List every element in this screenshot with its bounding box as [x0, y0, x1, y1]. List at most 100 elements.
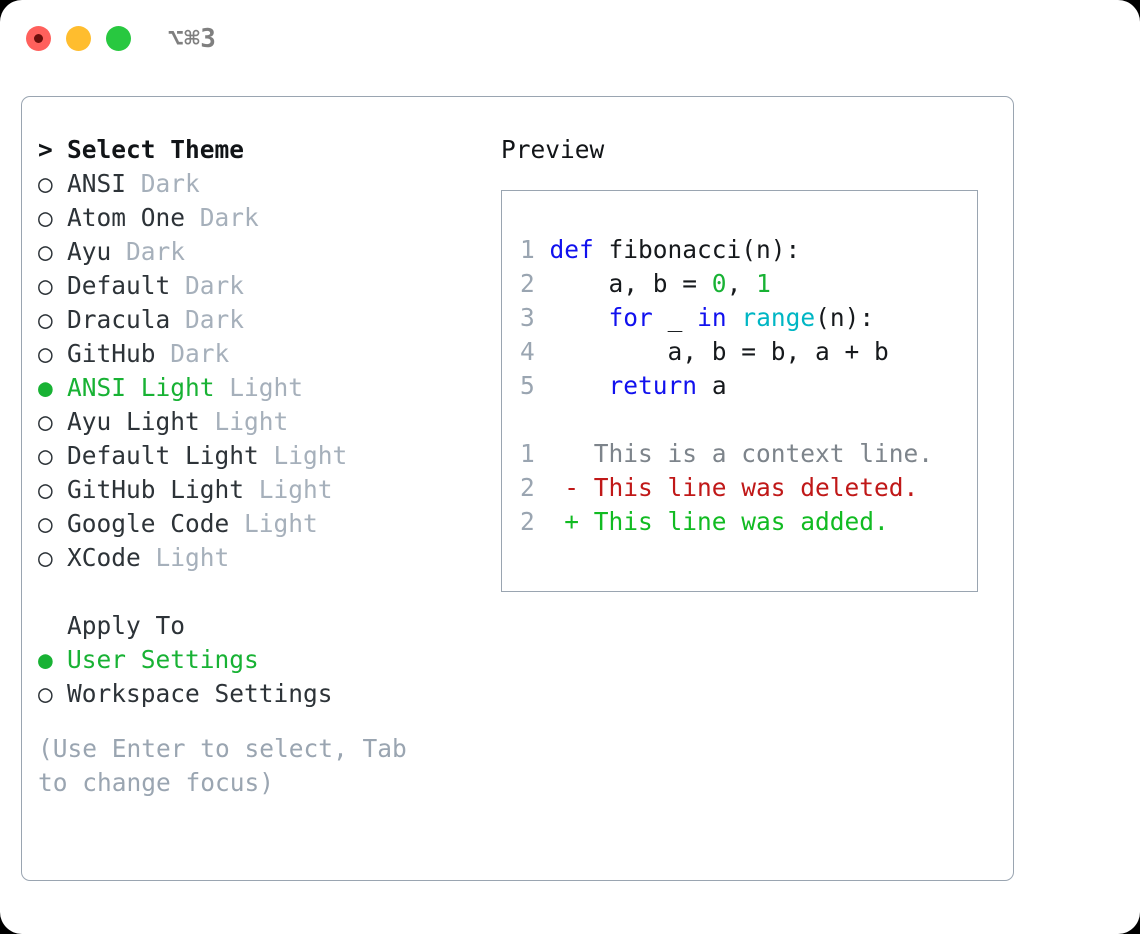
theme-option[interactable]: ○ GitHub Light Light [38, 473, 478, 507]
theme-option[interactable]: ○ GitHub Dark [38, 337, 478, 371]
radio-unselected-icon: ○ [38, 679, 53, 708]
radio-unselected-icon: ○ [38, 475, 53, 504]
theme-option-name: ANSI [67, 169, 127, 198]
line-number: 1 [520, 439, 535, 468]
apply-to-option-label: User Settings [67, 645, 259, 674]
code-line: 1 def fibonacci(n): [520, 233, 889, 267]
diff-line: 2 + This line was added. [520, 505, 933, 539]
theme-option-name: Google Code [67, 509, 230, 538]
keyboard-shortcut-label: ⌥⌘3 [168, 24, 217, 54]
code-token-num: 0 [711, 269, 727, 298]
code-token-fn: range [741, 303, 816, 332]
theme-option[interactable]: ○ XCode Light [38, 541, 478, 575]
code-token-txt: a, b = b, a + b [549, 337, 889, 366]
theme-option-name: Dracula [67, 305, 171, 334]
gutter-gap [535, 371, 550, 400]
theme-option-kind: Dark [155, 339, 230, 368]
theme-option-kind: Light [199, 407, 289, 436]
radio-unselected-icon: ○ [38, 169, 53, 198]
theme-option-name: GitHub [67, 339, 156, 368]
theme-picker-pane: >Select Theme ○ANSI Dark○Atom One Dark○A… [38, 133, 478, 800]
theme-option-kind: Light [244, 475, 333, 504]
radio-unselected-icon: ○ [38, 271, 53, 300]
window-titlebar: ⌥⌘3 [0, 0, 1140, 78]
radio-unselected-icon: ○ [38, 203, 53, 232]
theme-option-kind: Light [258, 441, 348, 470]
line-number: 2 [520, 269, 535, 298]
code-line: 3 for _ in range(n): [520, 301, 889, 335]
theme-option[interactable]: ●ANSI Light Light [38, 371, 478, 405]
code-token-txt [550, 371, 609, 400]
diff-line: 1 This is a context line. [520, 437, 933, 471]
code-token-kw: return [608, 371, 698, 400]
code-token-txt: , [726, 269, 757, 298]
code-token-kw: in [697, 303, 727, 332]
spacer [38, 575, 478, 609]
code-line: 4 a, b = b, a + b [520, 335, 889, 369]
keyboard-hint-text: (Use Enter to select, Tab to change focu… [38, 734, 422, 797]
theme-option-name: XCode [67, 543, 141, 572]
window-minimize-button[interactable] [66, 26, 91, 51]
radio-unselected-icon: ○ [38, 509, 53, 538]
apply-to-option[interactable]: ● User Settings [38, 643, 478, 677]
apply-to-list[interactable]: ● User Settings ○Workspace Settings [38, 643, 478, 711]
line-number: 5 [520, 371, 535, 400]
theme-picker-header: > Select Theme [38, 133, 478, 167]
theme-option-kind: Dark [126, 169, 200, 198]
line-number: 2 [520, 473, 535, 502]
theme-option-name: Default [67, 271, 171, 300]
diff-line-content: This is a context line. [534, 439, 934, 468]
theme-option-kind: Light [140, 543, 230, 572]
theme-option-kind: Dark [170, 305, 245, 334]
code-token-txt: (n): [815, 303, 875, 332]
radio-unselected-icon: ○ [38, 543, 53, 572]
prompt-caret-icon: > [38, 135, 53, 164]
theme-option[interactable]: ○ Dracula Dark [38, 303, 478, 337]
theme-option[interactable]: ○ ANSI Dark [38, 167, 478, 201]
radio-unselected-icon: ○ [38, 237, 53, 266]
theme-option[interactable]: ○Ayu Dark [38, 235, 478, 269]
window-close-icon [34, 34, 43, 43]
theme-option-name: ANSI Light [67, 373, 215, 402]
theme-option-name: GitHub Light [67, 475, 245, 504]
theme-picker-header-label: Select Theme [67, 135, 245, 164]
code-line: 5 return a [520, 369, 889, 403]
code-token-txt [550, 303, 609, 332]
theme-option[interactable]: ○Default Light Light [38, 439, 478, 473]
code-token-txt: _ [652, 303, 698, 332]
theme-option-name: Atom One [67, 203, 186, 232]
radio-unselected-icon: ○ [38, 339, 53, 368]
line-number: 2 [520, 507, 535, 536]
theme-option-kind: Dark [170, 271, 245, 300]
apply-to-label: Apply To [67, 611, 186, 640]
theme-list[interactable]: ○ANSI Dark○Atom One Dark○Ayu Dark○Defaul… [38, 167, 478, 575]
theme-option[interactable]: ○ Default Dark [38, 269, 478, 303]
code-token-txt: fibonacci(n): [608, 235, 801, 264]
code-token-kw: for [608, 303, 653, 332]
line-number: 1 [520, 235, 535, 264]
theme-option[interactable]: ○Atom One Dark [38, 201, 478, 235]
diff-line: 2 - This line was deleted. [520, 471, 933, 505]
code-token-num: 1 [756, 269, 771, 298]
gutter-gap [535, 235, 550, 264]
theme-option[interactable]: ○Google Code Light [38, 507, 478, 541]
diff-sample: 1 This is a context line.2 - This line w… [520, 437, 933, 539]
content-frame: >Select Theme ○ANSI Dark○Atom One Dark○A… [21, 96, 1014, 881]
code-token-txt: a, b = [549, 269, 712, 298]
theme-option-name: Default Light [67, 441, 259, 470]
theme-option-name: Ayu [67, 237, 112, 266]
radio-selected-icon: ● [38, 645, 53, 674]
radio-selected-icon: ● [38, 373, 53, 402]
gutter-gap [535, 303, 550, 332]
diff-line-content: + This line was added. [534, 507, 889, 536]
line-number: 4 [520, 337, 535, 366]
window-maximize-button[interactable] [106, 26, 131, 51]
gutter-gap [535, 269, 550, 298]
code-line: 2 a, b = 0, 1 [520, 267, 889, 301]
theme-option[interactable]: ○Ayu Light Light [38, 405, 478, 439]
apply-to-option[interactable]: ○Workspace Settings [38, 677, 478, 711]
radio-unselected-icon: ○ [38, 305, 53, 334]
